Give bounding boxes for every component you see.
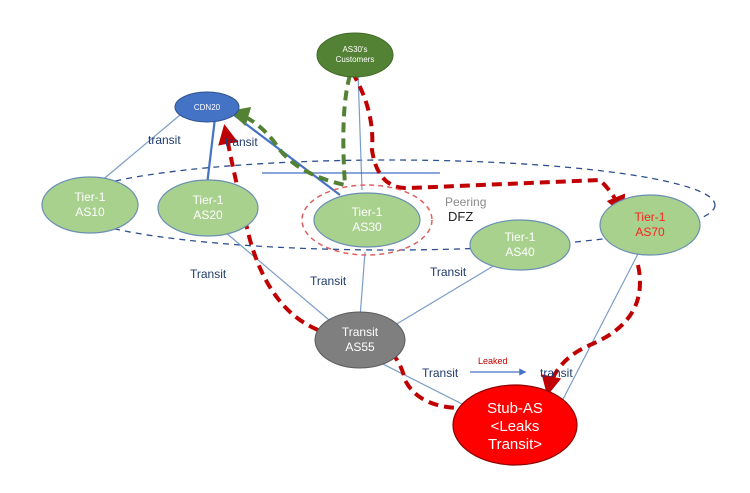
as70-line2: AS70 (635, 225, 665, 239)
stub-as-line3: Transit> (488, 436, 542, 453)
edge-cdn-as10 (99, 114, 181, 183)
leak-route-path-4 (218, 124, 319, 332)
label-transit-cdn-as10: transit (148, 133, 181, 147)
cdn20-label: CDN20 (194, 103, 221, 112)
label-leaked: Leaked (478, 356, 508, 366)
as30-highlight-ring (301, 184, 433, 256)
label-peering: Peering (445, 195, 486, 209)
as40-line1: Tier-1 (505, 230, 536, 244)
edge-as20-as55 (224, 231, 336, 326)
edge-as40-as55 (394, 264, 496, 326)
edge-as30-as55 (359, 251, 366, 319)
as30-line1: Tier-1 (352, 205, 383, 219)
node-as70: Tier-1 AS70 (599, 194, 701, 256)
node-as10: Tier-1 AS10 (41, 176, 139, 234)
node-as30-customers: AS30's Customers (316, 32, 394, 78)
dfz-ring (64, 159, 716, 251)
transit-edges (99, 71, 641, 409)
node-cdn20: CDN20 (174, 91, 240, 123)
as70-line1: Tier-1 (635, 210, 666, 224)
edge-cdn-as20 (205, 117, 217, 186)
edge-as70-stub (559, 249, 641, 406)
edge-customers-as30 (357, 71, 363, 191)
cdn-edges (205, 111, 440, 196)
label-dfz: DFZ (448, 209, 473, 224)
node-as55: Transit AS55 (314, 311, 406, 369)
label-transit-as30: Transit (310, 274, 347, 288)
label-transit-as40: Transit (430, 265, 467, 279)
leak-route-path-2 (541, 264, 642, 396)
as10-line2: AS10 (75, 205, 105, 219)
as55-line1: Transit (342, 325, 379, 339)
stub-as-line1: Stub-AS (487, 400, 543, 417)
as10-line1: Tier-1 (75, 190, 106, 204)
as20-line2: AS20 (193, 208, 223, 222)
node-as40: Tier-1 AS40 (469, 219, 571, 271)
edge-as55-stub (374, 359, 471, 409)
as30-line2: AS30 (352, 220, 382, 234)
label-transit-cdn-as20: transit (225, 135, 258, 149)
label-transit-stub-right: transit (540, 366, 573, 380)
green-route-path (229, 74, 352, 188)
as55-line2: AS55 (345, 340, 375, 354)
label-transit-stub-left: Transit (422, 366, 459, 380)
node-as20: Tier-1 AS20 (157, 179, 259, 237)
node-as30: Tier-1 AS30 (313, 192, 421, 248)
as30-customers-line2: Customers (336, 55, 375, 64)
node-stub-as: Stub-AS <Leaks Transit> (452, 384, 578, 466)
label-transit-as20: Transit (190, 267, 227, 281)
leak-route-path-1 (350, 70, 626, 216)
as40-line2: AS40 (505, 245, 535, 259)
stub-as-line2: <Leaks (491, 418, 540, 435)
as20-line1: Tier-1 (193, 193, 224, 207)
as30-customers-line1: AS30's (342, 45, 367, 54)
